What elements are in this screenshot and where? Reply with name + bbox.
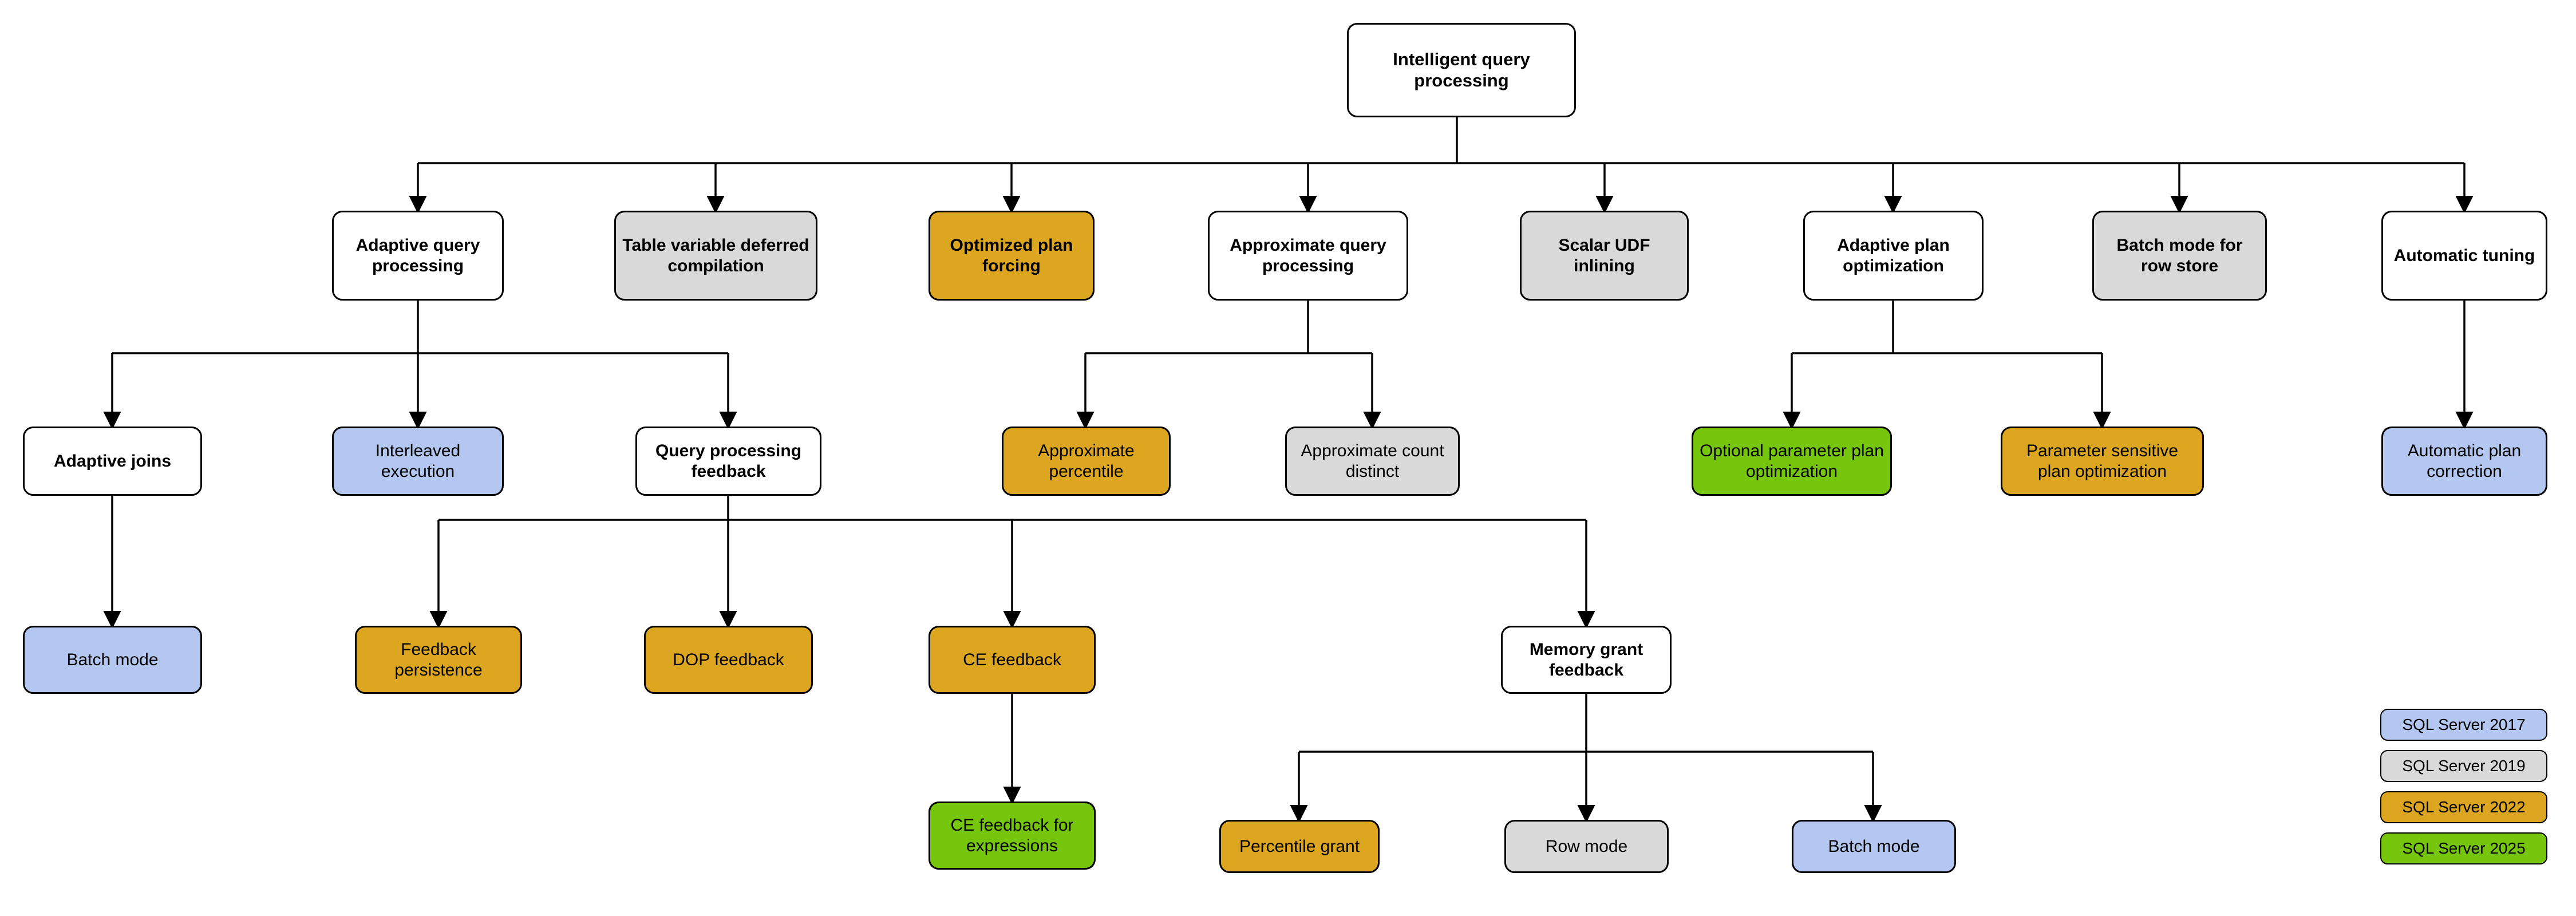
node-label: CE feedback for expressions <box>950 816 1074 855</box>
legend-item-sql-server-2022: SQL Server 2022 <box>2380 791 2547 823</box>
node-label: CE feedback <box>963 650 1061 669</box>
node-query-processing-feedback[interactable]: Query processing feedback <box>635 427 821 496</box>
node-label: Table variable deferred compilation <box>622 236 809 275</box>
legend-label: SQL Server 2022 <box>2402 798 2526 816</box>
legend-item-sql-server-2017: SQL Server 2017 <box>2380 709 2547 741</box>
node-memory-grant-feedback[interactable]: Memory grant feedback <box>1501 626 1672 694</box>
node-dop-feedback[interactable]: DOP feedback <box>644 626 813 694</box>
node-ce-feedback[interactable]: CE feedback <box>929 626 1096 694</box>
node-label: Query processing feedback <box>655 441 802 481</box>
node-feedback-persistence[interactable]: Feedback persistence <box>355 626 522 694</box>
node-optional-parameter-plan-optimization[interactable]: Optional parameter plan optimization <box>1692 427 1892 496</box>
node-intelligent-query-processing[interactable]: Intelligent query processing <box>1347 23 1576 117</box>
legend-label: SQL Server 2019 <box>2402 757 2526 775</box>
legend-label: SQL Server 2017 <box>2402 716 2526 733</box>
node-ce-feedback-for-expressions[interactable]: CE feedback for expressions <box>929 802 1096 870</box>
node-label: Scalar UDF inlining <box>1558 236 1650 275</box>
node-label: Automatic plan correction <box>2407 441 2522 481</box>
node-automatic-plan-correction[interactable]: Automatic plan correction <box>2381 427 2547 496</box>
node-label: Approximate count distinct <box>1301 441 1444 481</box>
node-label: Adaptive joins <box>53 451 172 471</box>
node-row-mode[interactable]: Row mode <box>1504 820 1669 873</box>
node-label: Batch mode <box>1828 836 1920 856</box>
node-label: Adaptive plan optimization <box>1837 236 1950 275</box>
node-label: Row mode <box>1545 836 1628 856</box>
node-approximate-query-processing[interactable]: Approximate query processing <box>1208 211 1408 301</box>
node-label: Parameter sensitive plan optimization <box>2026 441 2179 481</box>
node-label: Adaptive query processing <box>355 236 480 275</box>
node-interleaved-execution[interactable]: Interleaved execution <box>332 427 504 496</box>
node-label: DOP feedback <box>673 650 784 669</box>
legend-item-sql-server-2019: SQL Server 2019 <box>2380 750 2547 782</box>
node-label: Feedback persistence <box>394 640 483 680</box>
node-label: Memory grant feedback <box>1529 640 1643 680</box>
node-parameter-sensitive-plan-optimization[interactable]: Parameter sensitive plan optimization <box>2001 427 2204 496</box>
node-label: Approximate query processing <box>1230 236 1386 275</box>
node-batch-mode-for-row-store[interactable]: Batch mode for row store <box>2092 211 2267 301</box>
node-optimized-plan-forcing[interactable]: Optimized plan forcing <box>929 211 1095 301</box>
node-adaptive-joins[interactable]: Adaptive joins <box>23 427 202 496</box>
node-automatic-tuning[interactable]: Automatic tuning <box>2381 211 2547 301</box>
node-adaptive-plan-optimization[interactable]: Adaptive plan optimization <box>1803 211 1984 301</box>
node-batch-mode-adaptive-joins[interactable]: Batch mode <box>23 626 202 694</box>
legend-item-sql-server-2025: SQL Server 2025 <box>2380 832 2547 864</box>
legend-label: SQL Server 2025 <box>2402 839 2526 857</box>
node-label: Approximate percentile <box>1038 441 1135 481</box>
node-label: Interleaved execution <box>375 441 461 481</box>
node-percentile-grant[interactable]: Percentile grant <box>1219 820 1380 873</box>
node-label: Automatic tuning <box>2393 246 2535 265</box>
node-scalar-udf-inlining[interactable]: Scalar UDF inlining <box>1520 211 1689 301</box>
node-label: Optional parameter plan optimization <box>1700 441 1884 481</box>
node-label: Intelligent query processing <box>1393 49 1530 90</box>
node-adaptive-query-processing[interactable]: Adaptive query processing <box>332 211 504 301</box>
node-label: Batch mode <box>66 650 159 669</box>
node-approximate-count-distinct[interactable]: Approximate count distinct <box>1285 427 1460 496</box>
node-batch-mode-memory-grant[interactable]: Batch mode <box>1792 820 1956 873</box>
node-approximate-percentile[interactable]: Approximate percentile <box>1002 427 1171 496</box>
node-label: Optimized plan forcing <box>950 236 1073 275</box>
node-label: Batch mode for row store <box>2116 236 2243 275</box>
node-table-variable-deferred-compilation[interactable]: Table variable deferred compilation <box>614 211 817 301</box>
node-label: Percentile grant <box>1239 836 1360 856</box>
